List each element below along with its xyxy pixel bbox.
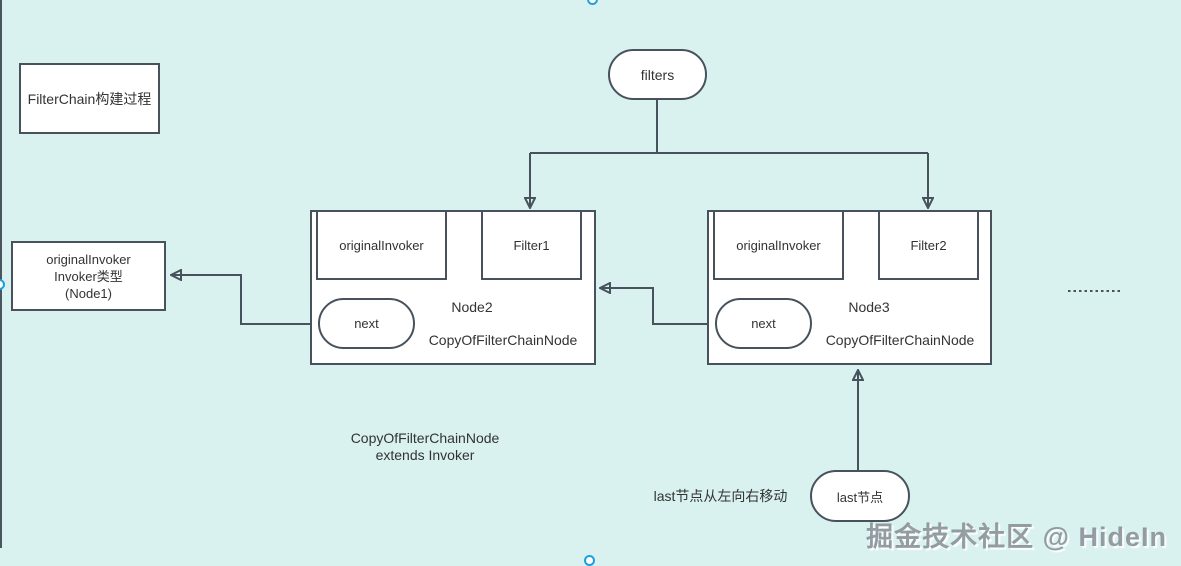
extends-invoker-note[interactable]: CopyOfFilterChainNode extends Invoker	[320, 430, 530, 464]
title-box-label: FilterChain构建过程	[27, 90, 152, 107]
filters-node[interactable]: filters	[608, 49, 707, 100]
node2-next-label: next	[354, 316, 379, 331]
node3-originalinvoker-box[interactable]: originalInvoker	[713, 210, 844, 280]
node2-title: Node2	[451, 299, 493, 315]
node2-container[interactable]: originalInvoker Filter1 next Node2 CopyO…	[310, 210, 596, 365]
node1-line1: originalInvoker	[46, 251, 131, 267]
node3-filter2-label: Filter2	[910, 237, 947, 253]
node1-line2: Invoker类型	[54, 268, 123, 284]
node2-next-oval[interactable]: next	[318, 298, 415, 349]
node2-class-name: CopyOfFilterChainNode	[428, 332, 578, 348]
connector-node3next-to-node2-arrow[interactable]	[600, 288, 714, 325]
node2-originalinvoker-label: originalInvoker	[339, 237, 424, 253]
node3-filter2-box[interactable]: Filter2	[878, 210, 979, 280]
node3-originalinvoker-label: originalInvoker	[736, 237, 821, 253]
connector-node2next-to-node1-arrow[interactable]	[171, 275, 318, 325]
watermark-text: 掘金技术社区 @ HideIn	[866, 522, 1167, 552]
filters-node-label: filters	[640, 66, 675, 83]
node2-filter1-box[interactable]: Filter1	[481, 210, 582, 280]
extends-note-line1: CopyOfFilterChainNode	[350, 430, 500, 446]
selection-handle-bottom[interactable]	[584, 555, 595, 566]
canvas-left-border	[0, 0, 2, 548]
node3-next-oval[interactable]: next	[715, 298, 812, 349]
node1-box[interactable]: originalInvoker Invoker类型 (Node1)	[11, 241, 166, 311]
node2-originalinvoker-box[interactable]: originalInvoker	[316, 210, 447, 280]
last-move-note-text: last节点从左向右移动	[653, 488, 788, 504]
last-move-note[interactable]: last节点从左向右移动	[648, 488, 793, 505]
node3-class-name: CopyOfFilterChainNode	[825, 332, 975, 348]
node3-title: Node3	[848, 299, 890, 315]
selection-handle-left[interactable]	[0, 279, 5, 290]
node1-line3: (Node1)	[65, 285, 112, 301]
node3-container[interactable]: originalInvoker Filter2 next Node3 CopyO…	[707, 210, 992, 365]
last-node-oval[interactable]: last节点	[810, 470, 910, 522]
title-box[interactable]: FilterChain构建过程	[19, 63, 160, 134]
node2-filter1-label: Filter1	[513, 237, 550, 253]
node3-next-label: next	[751, 316, 776, 331]
extends-note-line2: extends Invoker	[375, 447, 475, 463]
last-node-label: last节点	[836, 489, 884, 505]
selection-handle-top[interactable]	[587, 0, 598, 5]
